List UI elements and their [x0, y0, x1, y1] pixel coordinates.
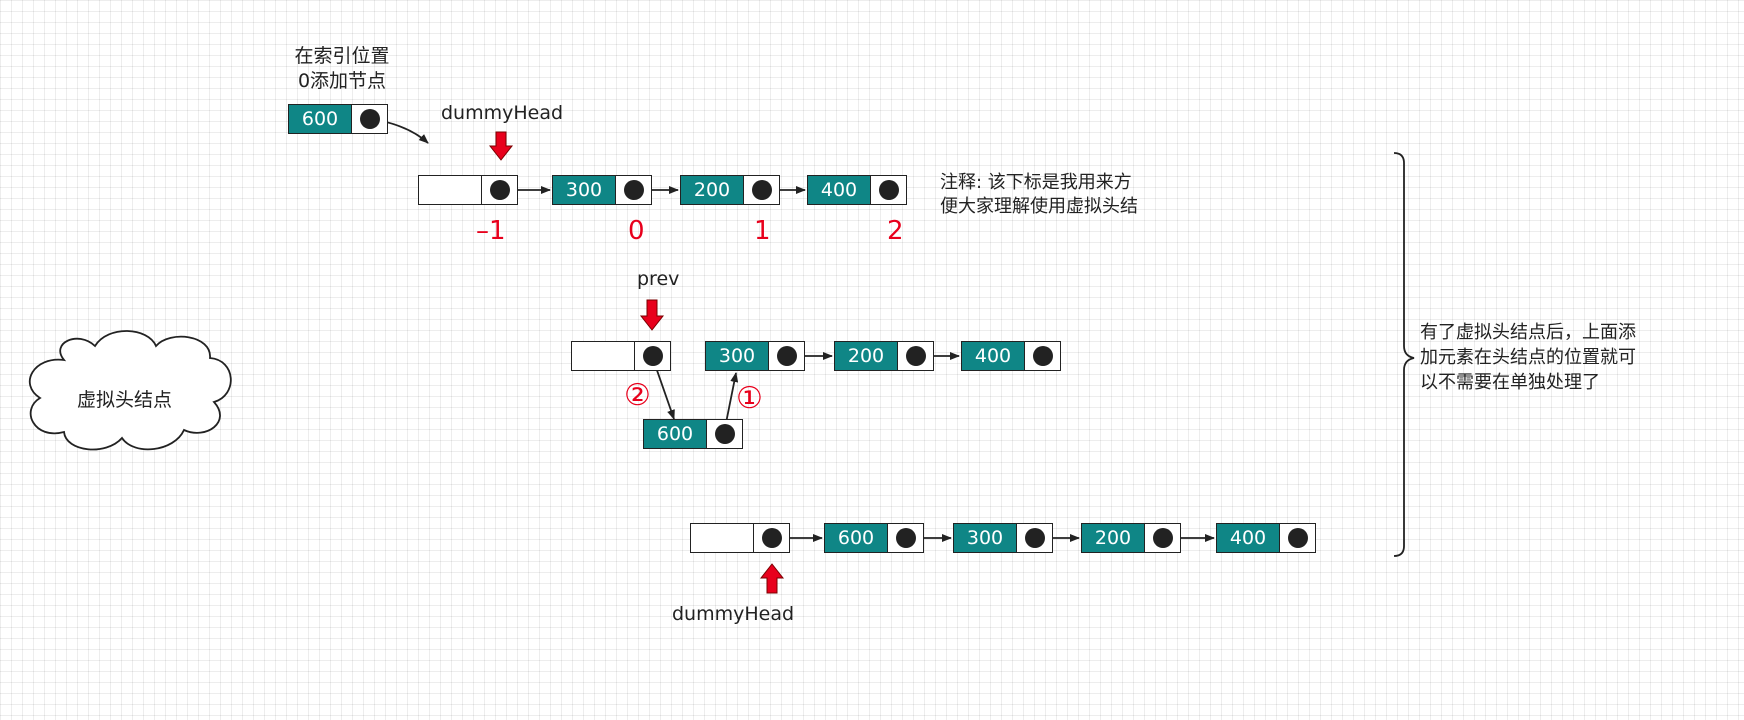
pointer-cell: [1280, 524, 1315, 552]
pointer-dot-icon: [489, 180, 510, 200]
row3-node-400: 400: [1216, 523, 1316, 553]
pointer-cell: [871, 176, 906, 204]
node-value: 300: [706, 342, 769, 370]
pointer-cell: [888, 524, 923, 552]
step-1-marker: ①: [736, 381, 763, 416]
top-note: 在索引位置 0添加节点: [294, 45, 390, 92]
row1-node-300: 300: [552, 175, 652, 205]
node-value: [691, 524, 754, 552]
pointer-dot-icon: [642, 346, 663, 366]
pointer-dot-icon: [1287, 528, 1308, 548]
row3-dummy-node: [690, 523, 790, 553]
node-value: 600: [289, 105, 352, 133]
node-value: 200: [1082, 524, 1145, 552]
pointer-dot-icon: [878, 180, 899, 200]
pointer-dot-icon: [623, 180, 644, 200]
prev-down-arrow: [639, 299, 665, 331]
pointer-dot-icon: [1032, 346, 1053, 366]
row1-node-200: 200: [680, 175, 780, 205]
pointer-dot-icon: [761, 528, 782, 548]
right-brace: [1393, 152, 1415, 557]
node-value: 600: [825, 524, 888, 552]
new-node-top: 600: [288, 104, 388, 134]
pointer-cell: [898, 342, 933, 370]
step-2-marker: ②: [624, 378, 651, 413]
index-label-0: 0: [628, 216, 645, 246]
node-value: [419, 176, 482, 204]
row1-dummy-node: [418, 175, 518, 205]
conclusion-note: 有了虚拟头结点后，上面添 加元素在头结点的位置就可 以不需要在单独处理了: [1420, 322, 1636, 393]
dummy-head-up-arrow: [759, 563, 785, 594]
pointer-dot-icon: [359, 109, 380, 129]
index-label-2: 2: [887, 216, 904, 246]
index-label-minus1: –1: [476, 216, 506, 246]
row2-node-400: 400: [961, 341, 1061, 371]
dummy-head-down-arrow: [488, 131, 514, 161]
pointer-cell: [707, 420, 742, 448]
pointer-cell: [754, 524, 789, 552]
node-value: 200: [835, 342, 898, 370]
pointer-cell: [744, 176, 779, 204]
node-value: [572, 342, 635, 370]
cloud-shape: [28, 330, 232, 451]
pointer-cell: [1017, 524, 1052, 552]
row1-node-400: 400: [807, 175, 907, 205]
pointer-dot-icon: [895, 528, 916, 548]
pointer-cell: [1025, 342, 1060, 370]
pointer-dot-icon: [1152, 528, 1173, 548]
pointer-cell: [769, 342, 804, 370]
pointer-dot-icon: [1024, 528, 1045, 548]
prev-label: prev: [637, 268, 680, 290]
node-value: 300: [954, 524, 1017, 552]
pointer-dot-icon: [714, 424, 735, 444]
pointer-dot-icon: [776, 346, 797, 366]
node-value: 400: [1217, 524, 1280, 552]
pointer-cell: [616, 176, 651, 204]
dummy-head-label-bottom: dummyHead: [672, 603, 795, 625]
pointer-dot-icon: [905, 346, 926, 366]
row3-node-200: 200: [1081, 523, 1181, 553]
pointer-cell: [635, 342, 670, 370]
cloud-label: 虚拟头结点: [77, 389, 173, 411]
annotation-note: 注释: 该下标是我用来方 便大家理解使用虚拟头结: [940, 172, 1138, 217]
node-value: 200: [681, 176, 744, 204]
row3-node-300: 300: [953, 523, 1053, 553]
row2-prev-node: [571, 341, 671, 371]
row2-node-300: 300: [705, 341, 805, 371]
pointer-dot-icon: [751, 180, 772, 200]
node-value: 300: [553, 176, 616, 204]
pointer-cell: [352, 105, 387, 133]
row2-inserted-node-600: 600: [643, 419, 743, 449]
node-value: 600: [644, 420, 707, 448]
dummy-head-label-top: dummyHead: [441, 102, 564, 124]
row2-node-200: 200: [834, 341, 934, 371]
index-label-1: 1: [754, 216, 771, 246]
node-value: 400: [962, 342, 1025, 370]
node-value: 400: [808, 176, 871, 204]
pointer-cell: [1145, 524, 1180, 552]
pointer-cell: [482, 176, 517, 204]
row3-node-600: 600: [824, 523, 924, 553]
